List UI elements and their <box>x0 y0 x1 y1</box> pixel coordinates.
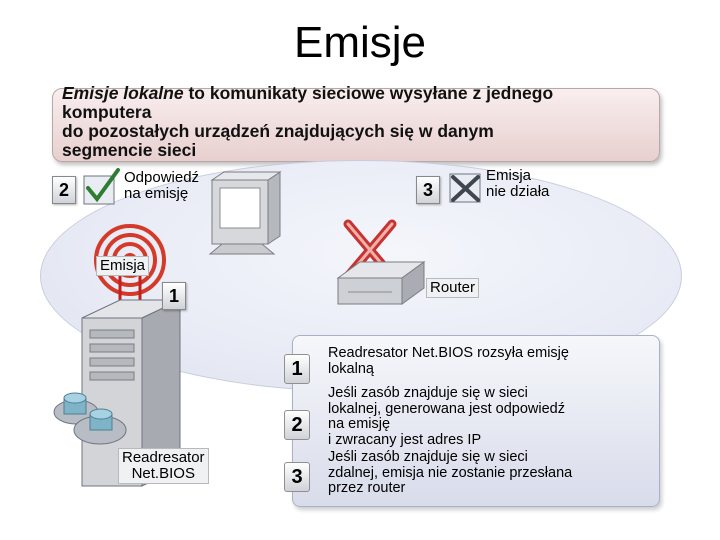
response-label: Odpowiedź na emisję <box>124 170 199 202</box>
step-text: Jeśli zasób znajduje się w sieci lokalne… <box>328 385 648 448</box>
response-label-line1: Odpowiedź <box>124 169 200 186</box>
step-text: Jeśli zasób znajduje się w sieci zdalnej… <box>328 449 648 497</box>
step-text-line: Jeśli zasób znajduje się w sieci <box>328 385 528 401</box>
definition-callout <box>52 88 660 162</box>
step-text-line: lokalną <box>328 360 374 377</box>
badge-response: 2 <box>52 176 76 204</box>
blocked-label: Emisja nie działa <box>486 168 549 200</box>
server-label-line2: Net.BIOS <box>131 465 195 482</box>
step-text-line: i zwracany jest adres IP <box>328 431 482 448</box>
workstation-icon <box>208 171 282 255</box>
definition-term: Emisje lokalne <box>62 83 184 103</box>
step-text-line: przez router <box>328 480 406 496</box>
server-label: Readresator Net.BIOS <box>118 448 209 484</box>
definition-line3: do pozostałych urządzeń znajdujących się… <box>62 121 494 141</box>
blocked-label-line2: nie działa <box>486 183 550 200</box>
service-gears-icon <box>53 392 127 445</box>
badge-broadcast: 1 <box>162 282 186 310</box>
router-icon <box>336 261 426 305</box>
definition-line2: komputera <box>62 102 152 122</box>
definition-line4: segmencie sieci <box>62 140 197 160</box>
badge-blocked: 3 <box>416 176 440 204</box>
steps-panel <box>292 335 660 507</box>
page-title: Emisje <box>293 18 427 67</box>
broadcast-label: Emisja <box>96 256 150 276</box>
step-text: Readresator Net.BIOS rozsyła emisję loka… <box>328 345 648 377</box>
blocked-label-line1: Emisja <box>486 167 532 184</box>
response-label-line2: na emisję <box>124 185 189 202</box>
blocked-icon <box>449 173 481 203</box>
server-label-line1: Readresator <box>122 449 205 466</box>
step-text-line: lokalnej, generowana jest odpowiedź <box>328 400 565 417</box>
definition-text: Emisje lokalne to komunikaty sieciowe wy… <box>62 84 662 160</box>
step-text-line: na emisję <box>328 416 391 432</box>
step-number: 1 <box>284 354 310 384</box>
check-icon <box>83 168 120 205</box>
router-label: Router <box>426 278 480 298</box>
step-text-line: Readresator Net.BIOS rozsyła emisję <box>328 345 569 361</box>
step-number: 3 <box>284 462 310 492</box>
step-number: 2 <box>284 410 310 440</box>
step-text-line: zdalnej, emisja nie zostanie przesłana <box>328 464 573 481</box>
definition-line1: to komunikaty sieciowe wysyłane z jedneg… <box>183 83 554 103</box>
step-text-line: Jeśli zasób znajduje się w sieci <box>328 449 528 465</box>
